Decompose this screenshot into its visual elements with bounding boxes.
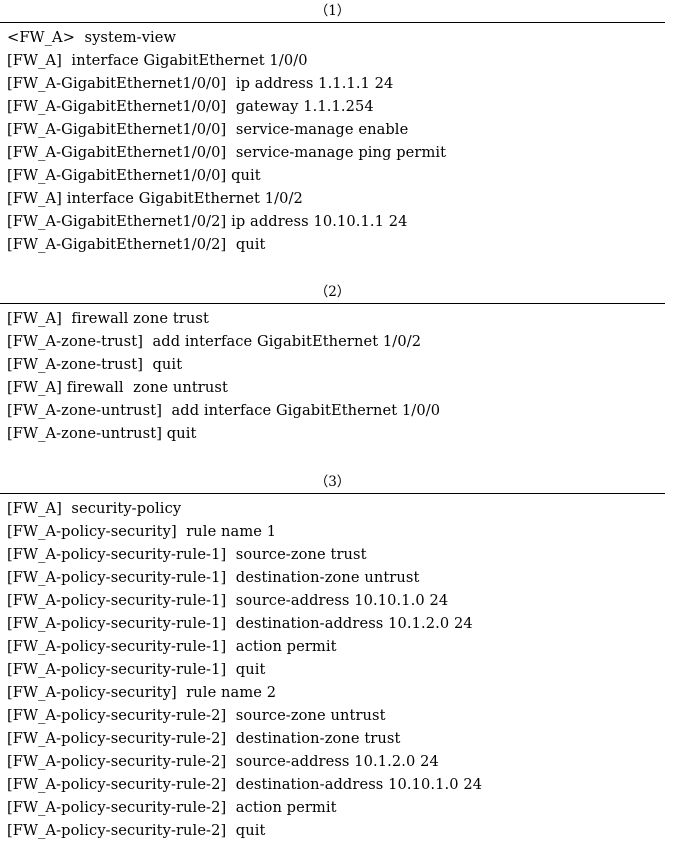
code-line: [FW_A-policy-security-rule-2] quit bbox=[7, 822, 266, 839]
code-line: [FW_A-policy-security-rule-1] source-add… bbox=[7, 592, 449, 609]
code-line: [FW_A-GigabitEthernet1/0/2] ip address 1… bbox=[7, 213, 408, 230]
code-line: [FW_A-policy-security-rule-1] destinatio… bbox=[7, 569, 420, 586]
code-line: [FW_A-zone-untrust] add interface Gigabi… bbox=[7, 402, 441, 419]
code-line: [FW_A-policy-security-rule-2] action per… bbox=[7, 799, 337, 816]
section-divider-1 bbox=[0, 22, 665, 23]
section-label-3: （3） bbox=[314, 474, 351, 490]
code-line: [FW_A-policy-security-rule-1] action per… bbox=[7, 638, 337, 655]
config-section-2: （2） [FW_A] firewall zone trust [FW_A-zon… bbox=[0, 281, 673, 445]
section-gap bbox=[0, 256, 673, 281]
code-line: [FW_A-GigabitEthernet1/0/0] service-mana… bbox=[7, 121, 409, 138]
code-line: [FW_A] firewall zone trust bbox=[7, 310, 209, 327]
section-gap bbox=[0, 445, 673, 471]
code-line: [FW_A-policy-security-rule-2] source-zon… bbox=[7, 707, 386, 724]
code-line: [FW_A-GigabitEthernet1/0/0] service-mana… bbox=[7, 144, 447, 161]
code-line: [FW_A-GigabitEthernet1/0/0] gateway 1.1.… bbox=[7, 98, 374, 115]
code-line: [FW_A-zone-untrust] quit bbox=[7, 425, 197, 442]
code-block-2: [FW_A] firewall zone trust [FW_A-zone-tr… bbox=[0, 304, 673, 445]
code-line: [FW_A] interface GigabitEthernet 1/0/2 bbox=[7, 190, 303, 207]
code-line: [FW_A-policy-security-rule-2] destinatio… bbox=[7, 776, 483, 793]
code-line: [FW_A-zone-trust] quit bbox=[7, 356, 183, 373]
code-line: [FW_A-policy-security-rule-1] destinatio… bbox=[7, 615, 473, 632]
code-line: [FW_A] firewall zone untrust bbox=[7, 379, 228, 396]
code-block-1: <FW_A> system-view [FW_A] interface Giga… bbox=[0, 23, 673, 256]
code-line: [FW_A-GigabitEthernet1/0/0] ip address 1… bbox=[7, 75, 394, 92]
code-line: [FW_A] security-policy bbox=[7, 500, 182, 517]
code-line: [FW_A-policy-security-rule-2] source-add… bbox=[7, 753, 439, 770]
code-line: [FW_A-GigabitEthernet1/0/0] quit bbox=[7, 167, 261, 184]
code-line: [FW_A-policy-security] rule name 2 bbox=[7, 684, 277, 701]
section-divider-2 bbox=[0, 303, 665, 304]
code-line: [FW_A-policy-security] rule name 1 bbox=[7, 523, 277, 540]
section-divider-3 bbox=[0, 493, 665, 494]
code-line: [FW_A-policy-security-rule-2] destinatio… bbox=[7, 730, 401, 747]
code-line: <FW_A> system-view bbox=[7, 29, 177, 46]
config-section-3: （3） [FW_A] security-policy [FW_A-policy-… bbox=[0, 471, 673, 842]
code-line: [FW_A-zone-trust] add interface GigabitE… bbox=[7, 333, 422, 350]
code-line: [FW_A-policy-security-rule-1] source-zon… bbox=[7, 546, 367, 563]
code-line: [FW_A] interface GigabitEthernet 1/0/0 bbox=[7, 52, 308, 69]
section-label-1: （1） bbox=[314, 3, 351, 19]
code-line: [FW_A-GigabitEthernet1/0/2] quit bbox=[7, 236, 266, 253]
section-label-2: （2） bbox=[314, 284, 351, 300]
code-line: [FW_A-policy-security-rule-1] quit bbox=[7, 661, 266, 678]
code-block-3: [FW_A] security-policy [FW_A-policy-secu… bbox=[0, 494, 673, 842]
config-section-1: （1） <FW_A> system-view [FW_A] interface … bbox=[0, 0, 673, 256]
